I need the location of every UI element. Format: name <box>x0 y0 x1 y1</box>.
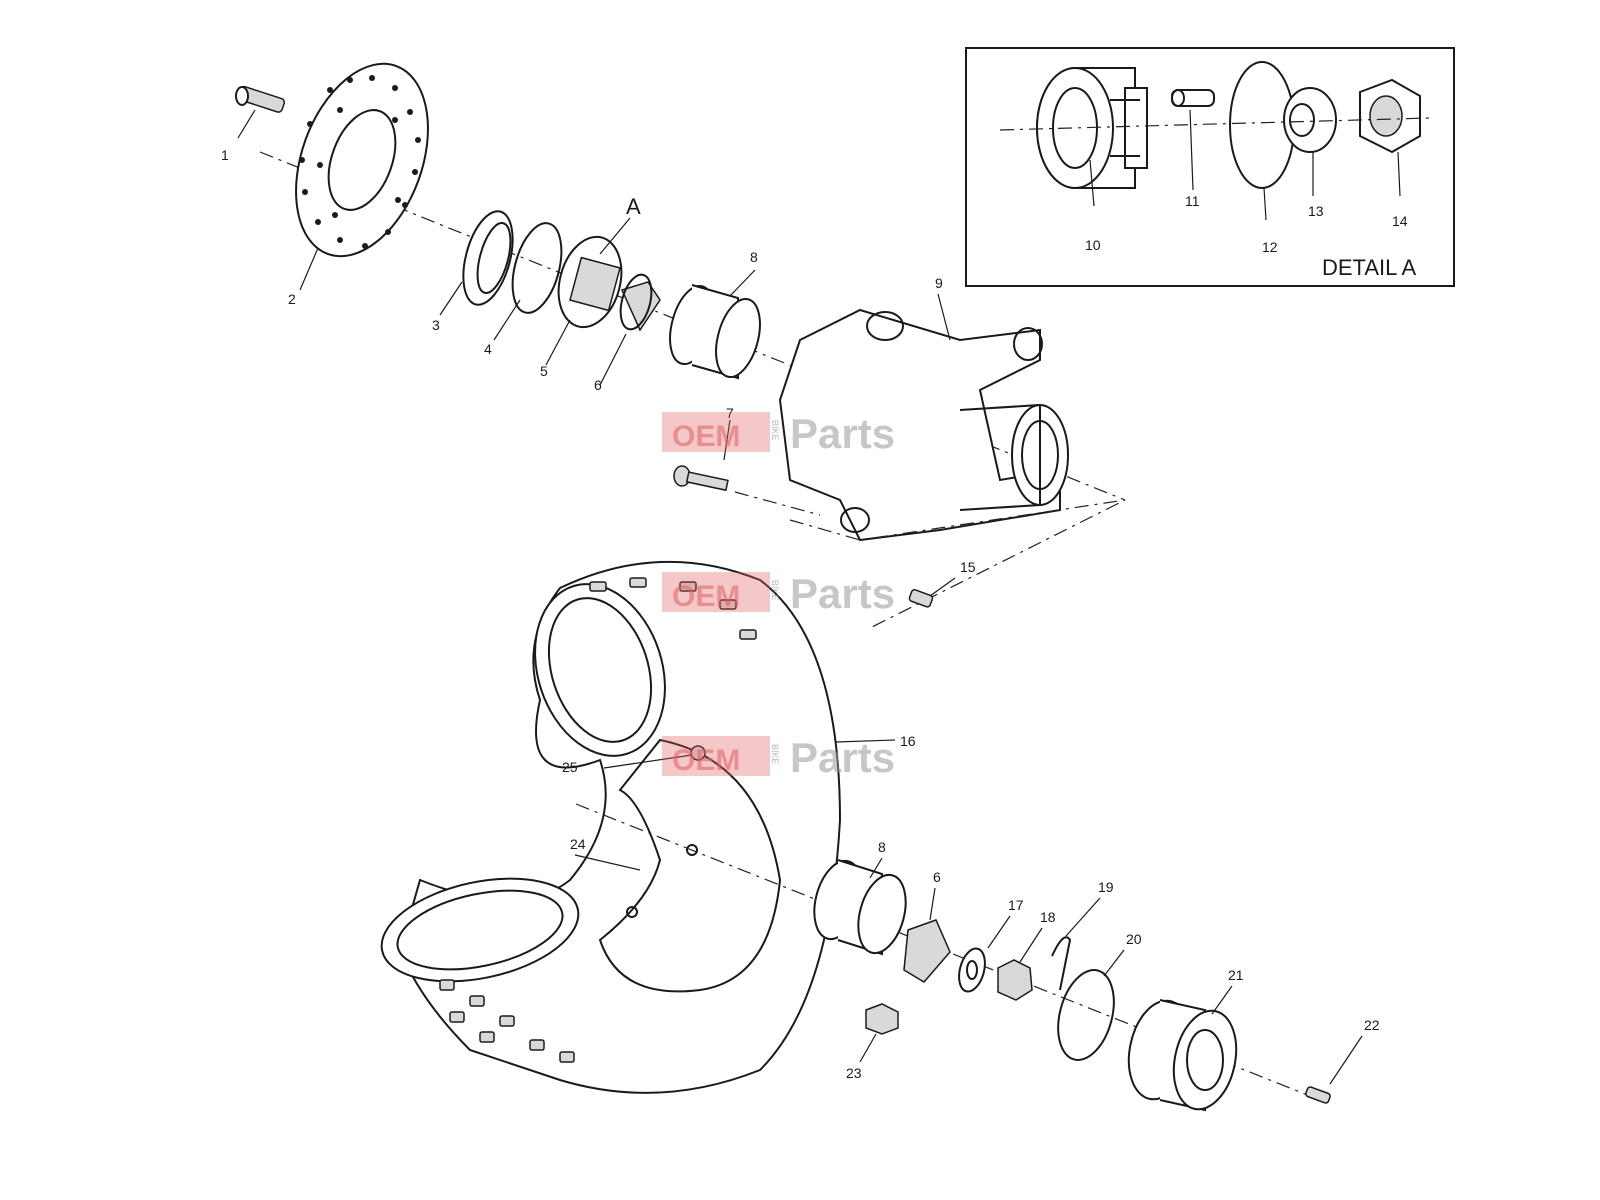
callout-14: 14 <box>1392 213 1408 229</box>
callout-6: 6 <box>594 377 602 393</box>
svg-text:BIKE: BIKE <box>770 744 780 765</box>
part-6-roller-bearing <box>619 273 661 332</box>
callout-23: 23 <box>846 1065 862 1081</box>
callout-8: 8 <box>750 249 758 265</box>
svg-text:BIKE: BIKE <box>770 580 780 601</box>
callout-25: 25 <box>562 759 578 775</box>
part-14-nut <box>1359 78 1421 154</box>
callout-7: 7 <box>726 405 734 421</box>
detail-a-marker: A <box>626 194 641 219</box>
callout-13: 13 <box>1308 203 1324 219</box>
callout-24: 24 <box>570 836 586 852</box>
callout-10: 10 <box>1085 237 1101 253</box>
part-11-pin <box>1171 89 1215 107</box>
part-3-seal <box>462 210 514 306</box>
part-25-valve <box>690 745 706 761</box>
svg-text:BIKE: BIKE <box>770 420 780 441</box>
part-21-hub-cap <box>1127 999 1238 1112</box>
svg-text:OEM: OEM <box>672 580 740 613</box>
part-17-washer <box>958 947 986 993</box>
part-16-tire <box>380 560 842 1094</box>
callout-22: 22 <box>1364 1017 1380 1033</box>
callout-20: 20 <box>1126 931 1142 947</box>
part-18-castle-nut <box>997 959 1033 1001</box>
callout-12: 12 <box>1262 239 1278 255</box>
bolt-7-guide <box>734 491 821 516</box>
svg-text:Parts: Parts <box>790 570 895 617</box>
callout-3: 3 <box>432 317 440 333</box>
part-20-o-ring <box>1057 969 1115 1061</box>
watermark-middle: OEM BIKE Parts <box>662 570 895 617</box>
callout-11: 11 <box>1185 193 1200 209</box>
callout-5: 5 <box>540 363 548 379</box>
part-8-lower-race <box>813 859 907 956</box>
callout-9: 9 <box>935 275 943 291</box>
part-4-snap-ring <box>511 222 563 314</box>
watermark-top: OEM BIKE Parts <box>662 410 895 457</box>
part-15-stud <box>908 589 934 608</box>
callout-6-lower: 6 <box>933 869 941 885</box>
part-2-brake-disc <box>295 62 429 258</box>
hub-guide-line <box>789 499 1126 629</box>
callout-19: 19 <box>1098 879 1114 895</box>
part-6-lower-bearing <box>903 919 951 983</box>
callout-15: 15 <box>960 559 976 575</box>
part-7-bolt <box>673 465 729 492</box>
part-24-wheel-rim <box>598 738 782 993</box>
part-8-bearing-race <box>669 284 761 380</box>
part-13-washer <box>1283 87 1337 153</box>
svg-text:OEM: OEM <box>672 420 740 453</box>
callout-2: 2 <box>288 291 296 307</box>
svg-text:Parts: Parts <box>790 410 895 457</box>
part-5-bearing-carrier <box>557 235 623 329</box>
part-10-collar <box>1036 67 1148 189</box>
callout-8-lower: 8 <box>878 839 886 855</box>
callout-4: 4 <box>484 341 492 357</box>
callout-21: 21 <box>1228 967 1244 983</box>
callout-18: 18 <box>1040 909 1056 925</box>
svg-text:Parts: Parts <box>790 734 895 781</box>
part-1-bolt <box>235 85 286 113</box>
part-19-cotter-pin <box>1051 936 1072 991</box>
callout-16: 16 <box>900 733 916 749</box>
part-22-screw <box>1305 1086 1331 1104</box>
callout-17: 17 <box>1008 897 1024 913</box>
svg-text:OEM: OEM <box>672 744 740 777</box>
watermark-bottom: OEM BIKE Parts <box>662 734 895 781</box>
detail-a-inset: 10 11 12 13 14 DETAIL A <box>965 47 1455 287</box>
part-23-lug-nut <box>865 1003 899 1035</box>
part-9-spindle-knuckle <box>778 308 1069 542</box>
detail-a-title: DETAIL A <box>1322 255 1416 280</box>
callout-1: 1 <box>221 147 229 163</box>
